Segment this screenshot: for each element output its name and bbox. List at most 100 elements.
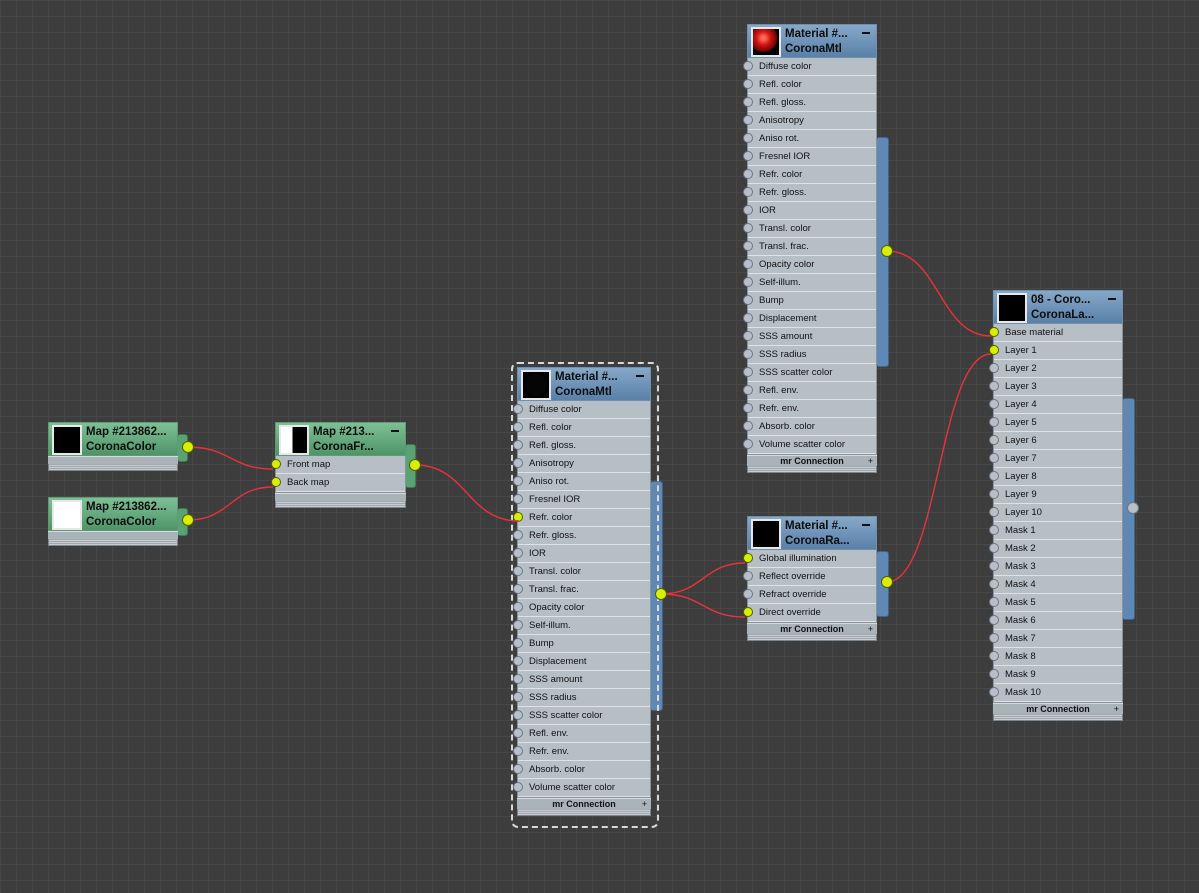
expand-icon[interactable]: + bbox=[641, 799, 647, 809]
node-header[interactable]: Map #213862... CoronaColor bbox=[48, 422, 178, 456]
output-port-raytrace[interactable] bbox=[881, 576, 893, 588]
slot-ior[interactable]: IOR bbox=[513, 545, 650, 563]
slot-sss-amount[interactable]: SSS amount bbox=[513, 671, 650, 689]
expand-icon[interactable]: + bbox=[867, 624, 873, 634]
input-port[interactable] bbox=[743, 553, 753, 563]
input-port[interactable] bbox=[743, 115, 753, 125]
slot-refl-env[interactable]: Refl. env. bbox=[513, 725, 650, 743]
slot-self-illum[interactable]: Self-illum. bbox=[743, 274, 876, 292]
input-port[interactable] bbox=[513, 674, 523, 684]
minimize-icon[interactable] bbox=[391, 430, 399, 432]
input-port[interactable] bbox=[989, 651, 999, 661]
slot-aniso-rot[interactable]: Aniso rot. bbox=[513, 473, 650, 491]
input-port[interactable] bbox=[513, 548, 523, 558]
slot-transl-frac[interactable]: Transl. frac. bbox=[513, 581, 650, 599]
input-port[interactable] bbox=[989, 327, 999, 337]
slot-layer-5[interactable]: Layer 5 bbox=[989, 414, 1122, 432]
slot-refr-env[interactable]: Refr. env. bbox=[743, 400, 876, 418]
input-port[interactable] bbox=[513, 494, 523, 504]
input-port[interactable] bbox=[989, 435, 999, 445]
input-port[interactable] bbox=[989, 633, 999, 643]
slot-transl-color[interactable]: Transl. color bbox=[513, 563, 650, 581]
input-port[interactable] bbox=[743, 241, 753, 251]
slot-layer-4[interactable]: Layer 4 bbox=[989, 396, 1122, 414]
minimize-icon[interactable] bbox=[862, 32, 870, 34]
input-port[interactable] bbox=[989, 381, 999, 391]
input-port[interactable] bbox=[743, 97, 753, 107]
slot-layer-10[interactable]: Layer 10 bbox=[989, 504, 1122, 522]
slot-refl-env[interactable]: Refl. env. bbox=[743, 382, 876, 400]
wire-mid-to-direct[interactable] bbox=[660, 593, 746, 618]
slot-refl-gloss[interactable]: Refl. gloss. bbox=[513, 437, 650, 455]
slot-anisotropy[interactable]: Anisotropy bbox=[743, 112, 876, 130]
input-port[interactable] bbox=[743, 187, 753, 197]
input-port[interactable] bbox=[989, 561, 999, 571]
node-resize-frame[interactable] bbox=[747, 634, 877, 641]
slot-self-illum[interactable]: Self-illum. bbox=[513, 617, 650, 635]
slot-refr-color[interactable]: Refr. color bbox=[513, 509, 650, 527]
input-port[interactable] bbox=[513, 458, 523, 468]
slot-refl-color[interactable]: Refl. color bbox=[743, 76, 876, 94]
input-port[interactable] bbox=[513, 566, 523, 576]
slot-volume-scatter-color[interactable]: Volume scatter color bbox=[743, 436, 876, 454]
slot-mask-9[interactable]: Mask 9 bbox=[989, 666, 1122, 684]
slot-mask-10[interactable]: Mask 10 bbox=[989, 684, 1122, 702]
output-port-layered[interactable] bbox=[1127, 502, 1139, 514]
slot-displacement[interactable]: Displacement bbox=[743, 310, 876, 328]
input-port[interactable] bbox=[513, 440, 523, 450]
input-port[interactable] bbox=[743, 133, 753, 143]
node-resize-frame[interactable] bbox=[48, 464, 178, 471]
slot-bump[interactable]: Bump bbox=[513, 635, 650, 653]
slot-front-map[interactable]: Front map bbox=[271, 456, 405, 474]
wire-black-to-front[interactable] bbox=[187, 446, 274, 470]
slot-base-material[interactable]: Base material bbox=[989, 324, 1122, 342]
input-port[interactable] bbox=[513, 782, 523, 792]
slot-sss-amount[interactable]: SSS amount bbox=[743, 328, 876, 346]
slot-layer-7[interactable]: Layer 7 bbox=[989, 450, 1122, 468]
input-port[interactable] bbox=[513, 602, 523, 612]
output-port-map-white[interactable] bbox=[182, 514, 194, 526]
slot-sss-radius[interactable]: SSS radius bbox=[513, 689, 650, 707]
input-port[interactable] bbox=[743, 277, 753, 287]
slot-mask-8[interactable]: Mask 8 bbox=[989, 648, 1122, 666]
slot-refr-gloss[interactable]: Refr. gloss. bbox=[513, 527, 650, 545]
input-port[interactable] bbox=[743, 367, 753, 377]
input-port[interactable] bbox=[989, 507, 999, 517]
slot-diffuse-color[interactable]: Diffuse color bbox=[743, 58, 876, 76]
input-port[interactable] bbox=[743, 421, 753, 431]
node-header[interactable]: Map #213... CoronaFr... bbox=[275, 422, 406, 456]
input-port[interactable] bbox=[743, 169, 753, 179]
input-port[interactable] bbox=[989, 615, 999, 625]
input-port[interactable] bbox=[743, 151, 753, 161]
input-port[interactable] bbox=[743, 313, 753, 323]
input-port[interactable] bbox=[743, 385, 753, 395]
slot-sss-scatter-color[interactable]: SSS scatter color bbox=[743, 364, 876, 382]
minimize-icon[interactable] bbox=[1108, 298, 1116, 300]
node-map-white[interactable]: Map #213862... CoronaColor bbox=[48, 497, 178, 546]
minimize-icon[interactable] bbox=[636, 375, 644, 377]
input-port[interactable] bbox=[271, 459, 281, 469]
input-port[interactable] bbox=[743, 403, 753, 413]
input-port[interactable] bbox=[743, 205, 753, 215]
slot-layer-8[interactable]: Layer 8 bbox=[989, 468, 1122, 486]
input-port[interactable] bbox=[743, 79, 753, 89]
input-port[interactable] bbox=[743, 331, 753, 341]
input-port[interactable] bbox=[513, 620, 523, 630]
node-map-black[interactable]: Map #213862... CoronaColor bbox=[48, 422, 178, 471]
input-port[interactable] bbox=[513, 404, 523, 414]
slot-mask-5[interactable]: Mask 5 bbox=[989, 594, 1122, 612]
input-port[interactable] bbox=[271, 477, 281, 487]
slot-mask-4[interactable]: Mask 4 bbox=[989, 576, 1122, 594]
slot-anisotropy[interactable]: Anisotropy bbox=[513, 455, 650, 473]
output-port-front-back[interactable] bbox=[409, 459, 421, 471]
slot-opacity-color[interactable]: Opacity color bbox=[513, 599, 650, 617]
node-front-back-map[interactable]: Map #213... CoronaFr... Front map Back m… bbox=[271, 422, 406, 508]
node-header[interactable]: Material #... CoronaMtl bbox=[747, 24, 877, 58]
node-header[interactable]: 08 - Coro... CoronaLa... bbox=[993, 290, 1123, 324]
input-port[interactable] bbox=[743, 295, 753, 305]
input-port[interactable] bbox=[513, 638, 523, 648]
input-port[interactable] bbox=[513, 692, 523, 702]
slot-refr-gloss[interactable]: Refr. gloss. bbox=[743, 184, 876, 202]
node-header[interactable]: Material #... CoronaMtl bbox=[517, 367, 651, 401]
